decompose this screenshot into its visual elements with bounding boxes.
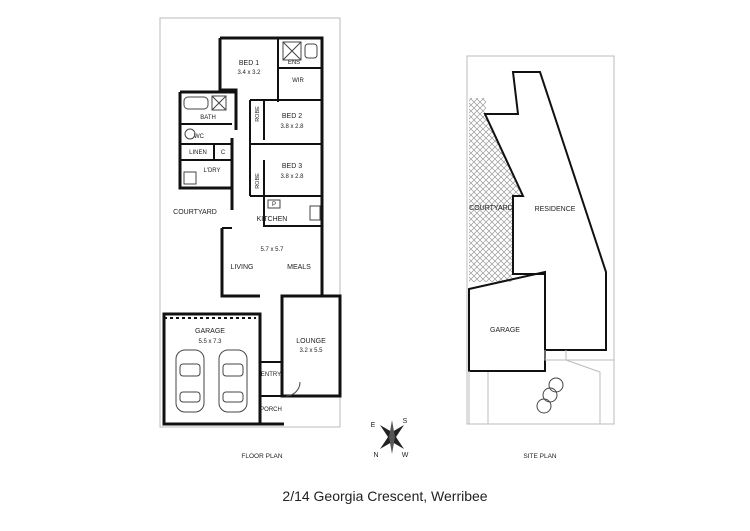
basin-icon [184,128,196,140]
pantry-outline [267,199,281,209]
site-residence-label: RESIDENCE [535,206,576,213]
robe-lower-label: ROBE [255,173,261,189]
car-icon-right [218,349,248,413]
compass-n-label: N [373,452,378,459]
residence-footprint [483,71,607,351]
porch-label: PORCH [260,407,282,413]
garage-footprint [468,270,546,372]
bathtub-icon [183,96,209,110]
ens-label: ENS [288,60,300,66]
courtyard-hatch [469,98,523,282]
living-walls [220,196,324,298]
meals-label: MEALS [287,264,311,271]
bed1-dims: 3.4 x 3.2 [237,70,261,76]
c-label: C [221,150,226,156]
robe-upper-label: ROBE [255,106,261,122]
compass-w-label: W [402,452,409,459]
bath-label: BATH [200,115,216,121]
kitchen-dims: 5.7 x 5.7 [260,247,284,253]
door-swing-icon [285,381,301,397]
trough-icon [183,171,197,185]
lounge-dims: 3.2 x 5.5 [299,348,323,354]
bed1-label: BED 1 [239,60,259,67]
floor-plan: BED 1 3.4 x 3.2 ENS WIR BED 2 3.8 x 2.8 … [159,17,342,460]
bed3-label: BED 3 [282,163,302,170]
garage-label: GARAGE [195,328,225,335]
bed2-dims: 3.8 x 2.8 [280,124,304,130]
wc-label: WC [194,134,205,140]
tree-icons [536,377,564,414]
site-courtyard-label: COURTYARD [469,205,513,212]
entry-label: ENTRY [261,372,281,378]
shower-icon-2 [211,95,227,111]
lounge-walls [258,294,342,426]
compass-s-label: S [403,418,408,425]
wir-label: WIR [292,78,304,84]
courtyard-label: COURTYARD [173,209,217,216]
floor-plan-caption: FLOOR PLAN [241,453,282,460]
site-plan-caption: SITE PLAN [523,453,557,460]
living-label: LIVING [231,264,254,271]
car-icon-left [175,349,205,413]
bed3-dims: 3.8 x 2.8 [280,174,304,180]
site-paths [468,350,614,424]
shower-icon [282,41,302,61]
compass-icon: E S N W [371,418,409,459]
bathroom-fixtures [183,41,318,185]
stove-icon [309,205,321,221]
site-lot-boundary [466,55,615,425]
laundry-label: L'DRY [203,168,220,174]
bedroom-wing-walls [178,36,324,210]
pantry-label: P [272,202,276,208]
toilet-icon [304,43,318,59]
kitchen-label: KITCHEN [257,216,288,223]
site-plan: COURTYARD RESIDENCE GARAGE SITE PLAN [466,55,615,460]
property-address: 2/14 Georgia Crescent, Werribee [282,488,487,504]
compass-e-label: E [371,422,376,429]
lounge-label: LOUNGE [296,338,326,345]
site-garage-label: GARAGE [490,327,520,334]
garage-dims: 5.5 x 7.3 [198,339,222,345]
linen-label: LINEN [189,150,207,156]
bed2-label: BED 2 [282,113,302,120]
lot-boundary [159,17,341,428]
